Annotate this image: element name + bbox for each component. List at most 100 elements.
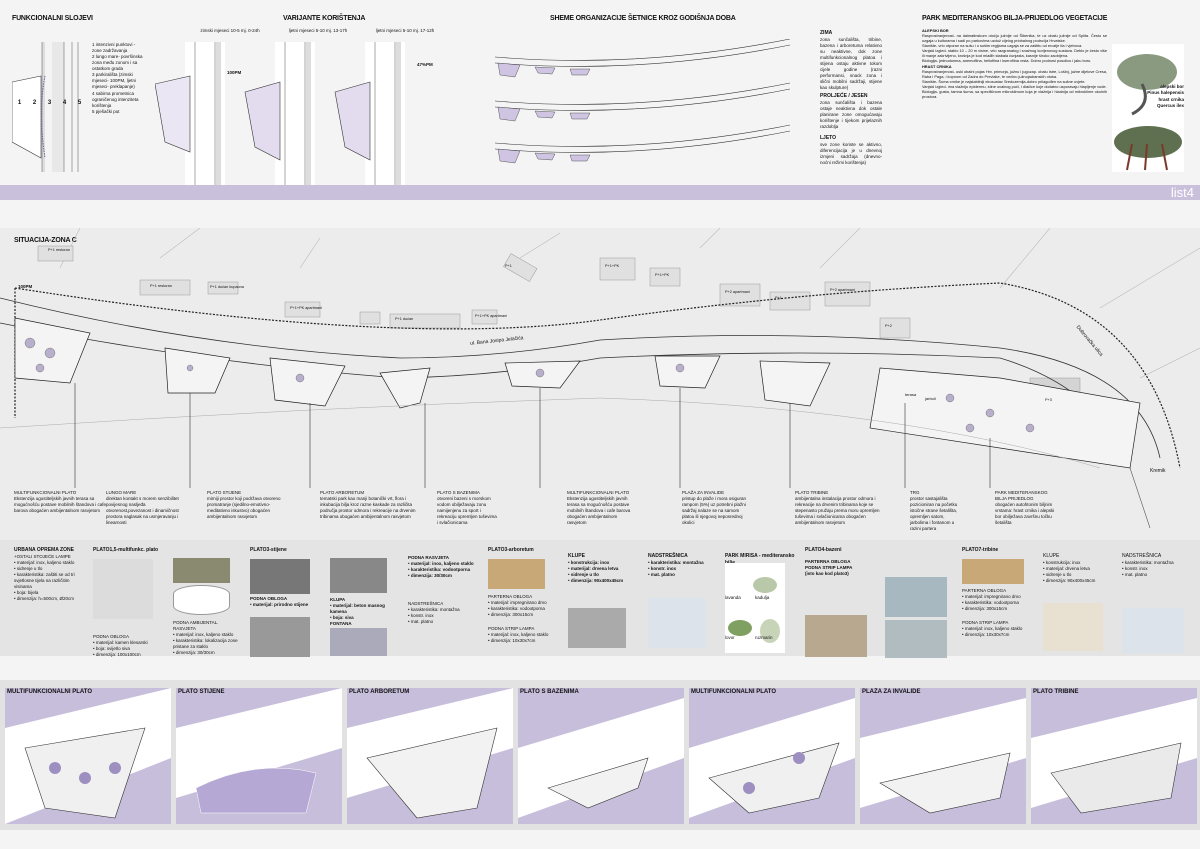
fountain-photo bbox=[330, 628, 387, 656]
equipment-column: KLUPE• konstrukcija: inox• materijal: dr… bbox=[568, 553, 630, 648]
legend-item: 1 intenzivni punktovi -zone zadržavanja bbox=[92, 42, 136, 54]
description-title: PLAŽA ZA INVALIDE bbox=[682, 490, 725, 495]
description-text: otvoreni bazeni s morskom vodom obilježa… bbox=[437, 496, 497, 526]
building-label: P+1 restoran bbox=[150, 284, 172, 288]
item: • dimenzija: 30/30cm bbox=[173, 650, 215, 656]
column-title: PLATO3-stijene bbox=[250, 547, 287, 553]
building-label: P+1+PK apartmani bbox=[290, 306, 323, 310]
item: • sidrenje u tlo bbox=[1043, 571, 1072, 577]
zone-3: 3 bbox=[47, 100, 52, 106]
caption: hrast crnika bbox=[1158, 96, 1184, 102]
functional-layers-title: FUNKCIONALNI SLOJEVI bbox=[12, 15, 93, 22]
item: • materijal: inox, kaljeno staklo bbox=[962, 626, 1023, 632]
equipment-column: KLUPA• materijal: beton masnog kamena• b… bbox=[330, 558, 395, 656]
building-label: P+1+PK bbox=[605, 264, 620, 268]
description-title: PARK MEDITERANSKOG BILJA PRIJEDLOG bbox=[995, 490, 1048, 502]
item: • dimenzija: 10x30x7cm bbox=[488, 638, 536, 644]
species-para: Biologija- gusta, tamna šuma, sa specifi… bbox=[922, 88, 1107, 100]
panel-title: PLAŽA ZA INVALIDE bbox=[862, 689, 921, 695]
purple-band: list4 bbox=[0, 185, 1200, 200]
item: lovor bbox=[725, 635, 735, 640]
item: • mat. platno bbox=[648, 571, 675, 577]
item: • karakteristika: montažna bbox=[1122, 559, 1174, 565]
species-para: Stanište- vrlo otporan na sušu i u sušim… bbox=[922, 43, 1083, 49]
description-text: Ekstenzija ugostiteljskih javnih terasa … bbox=[567, 496, 631, 526]
building-label: P+1+PK apartmani bbox=[475, 314, 508, 318]
item: • konstrukcija: inox bbox=[568, 559, 610, 565]
parking-count: 100PM bbox=[18, 284, 33, 289]
item: • dimenzija: 30/30cm bbox=[408, 573, 452, 579]
building-label: P+1 bbox=[505, 264, 512, 268]
item: • boja: svijetlo siva bbox=[93, 645, 130, 651]
item: • dimenzija: 300x15cm bbox=[962, 605, 1008, 611]
item: PODNA STRIP LAMPA bbox=[962, 620, 1009, 625]
loungers-photo bbox=[1043, 603, 1103, 651]
item: PODNA RASVJETA bbox=[408, 555, 450, 560]
tree-captions: alepski bor Pinus halepensis hrast crnik… bbox=[1140, 84, 1184, 109]
item: KLUPA bbox=[330, 597, 346, 602]
vegetation-title: PARK MEDITERANSKOG BILJA-PRIJEDLOG VEGET… bbox=[922, 15, 1108, 22]
item: • dimenzija: 100x100cm bbox=[93, 651, 141, 657]
item: • materijal: inox, kaljeno staklo bbox=[488, 632, 549, 638]
species-name: HRAST CRNIKA bbox=[922, 63, 952, 69]
building-label: P+3 bbox=[1045, 398, 1052, 402]
platforms bbox=[14, 317, 1141, 469]
column-title: URBANA OPREMA ZONE bbox=[14, 547, 74, 553]
axo-panel: PLATO TRIBINE bbox=[1031, 688, 1197, 824]
site-plan: SITUACIJA-ZONA C 100PM ul. Bana Josipa J… bbox=[0, 228, 1200, 540]
site-plan-drawing bbox=[0, 228, 1200, 529]
item: • mat. platno bbox=[1122, 571, 1148, 577]
building-label: P+2 apartmani bbox=[830, 288, 855, 292]
description-text: prostor sastajališta pozicioniran na poč… bbox=[910, 496, 958, 532]
description-title: TRG bbox=[910, 490, 920, 495]
panel-title: PLATO TRIBINE bbox=[1033, 689, 1079, 695]
wood-photo bbox=[962, 559, 1024, 584]
season-name: PROLJEĆE / JESEN bbox=[820, 93, 868, 100]
wood-photo bbox=[488, 559, 545, 589]
equipment-column: PARK MIRISA - mediteransko biljelavandak… bbox=[725, 553, 800, 653]
item: PARTERNA OBLOGA bbox=[805, 558, 851, 564]
column-title: KLUPE bbox=[1043, 553, 1060, 559]
item: • karakteristika: montažna bbox=[648, 559, 704, 565]
description-title: PLATO S BAZENIMA bbox=[437, 490, 480, 495]
species-para: Biologija- jednodomna, anemofilna, helio… bbox=[922, 58, 1092, 64]
item: • materijal: inox, kaljeno staklo bbox=[408, 561, 474, 567]
description-text: direktan kontakt s morem senzibilitet po… bbox=[106, 496, 179, 526]
season-text: zona sunčališta i bazena ostaje neaktivn… bbox=[820, 100, 882, 130]
item: pristane za staklo bbox=[173, 644, 209, 650]
pool-photo bbox=[805, 615, 867, 657]
paving-photo bbox=[93, 559, 153, 619]
sheet-number: list4 bbox=[1170, 185, 1194, 200]
panel-title: PLATO S BAZENIMA bbox=[520, 689, 579, 695]
usage-variants: VARIJANTE KORIŠTENJA zimski mjeseci 10-5… bbox=[150, 14, 434, 188]
legend-item: 5 pješački put bbox=[92, 108, 120, 114]
item: • dimenzija: 90x400x45cm bbox=[1043, 577, 1096, 583]
item: • materijal: prirodno stijene bbox=[250, 601, 309, 607]
item: • boja: siva bbox=[330, 615, 354, 621]
description-text: Ekstenzija ugostiteljskih javnih terasa … bbox=[14, 496, 107, 514]
building-label: P+1 restoran bbox=[48, 248, 70, 252]
variant-label: ljetni mjeseci 5-10 mj. 17-12h bbox=[375, 28, 435, 33]
item: • karakteristika: lokalizacija zone bbox=[173, 638, 238, 644]
zone-1: 1 bbox=[17, 100, 22, 106]
description-text: pristup do plaže i mora osiguran rampom … bbox=[682, 496, 747, 526]
column-title: PLATO3-arboretum bbox=[488, 547, 534, 553]
season-name: ZIMA bbox=[820, 30, 833, 36]
axonometric-strip: MULTIFUNKCIONALNI PLATO PLATO STIJENE PL… bbox=[0, 680, 1200, 830]
canopy-photo bbox=[1122, 608, 1184, 653]
item: • karakteristika: montažna bbox=[408, 607, 460, 613]
item: • karakteristika: vodootporna bbox=[488, 605, 545, 611]
urban-equipment: URBANA OPREMA ZONE+OSTALI STOJEĆE LAMPE•… bbox=[0, 540, 1200, 658]
equipment-column: NADSTREŠNICA• karakteristika: montažna• … bbox=[1122, 553, 1192, 653]
item: PODNA AMBIJENTAL. RASVJETA bbox=[173, 620, 219, 632]
zone-5: 5 bbox=[77, 100, 82, 106]
column-title: PLATO7-tribine bbox=[962, 547, 999, 553]
